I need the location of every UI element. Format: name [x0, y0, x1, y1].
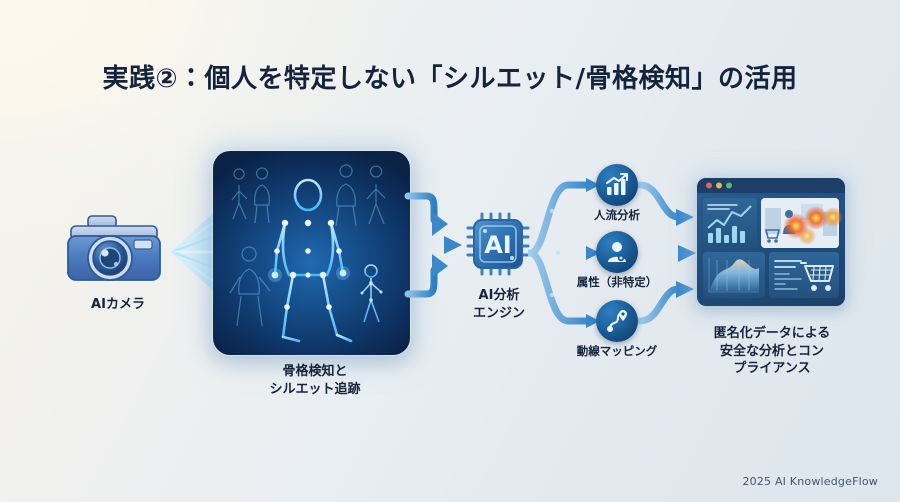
output-label-route-mapping: 動線マッピング	[576, 344, 658, 358]
dashboard-label: 匿名化データによる 安全な分析とコン プライアンス	[713, 326, 831, 377]
skeleton-detection-panel	[213, 151, 410, 355]
user-profile-icon	[608, 242, 626, 262]
camera-icon	[67, 215, 161, 281]
analytics-dashboard-icon	[697, 178, 845, 298]
skeleton-silhouette-icon	[213, 151, 410, 355]
window-button-close	[706, 182, 712, 189]
svg-text:AI: AI	[484, 231, 512, 259]
skeleton-detection-label: 骨格検知と シルエット追跡	[269, 364, 361, 397]
analytics-dashboard-node	[697, 178, 845, 306]
ai-chip-icon: AI	[466, 212, 530, 276]
output-label-traffic-analysis: 人流分析	[594, 208, 640, 222]
route-mapping-icon	[607, 310, 627, 332]
output-node-attributes[interactable]	[596, 231, 638, 273]
arrows-engine-to-outputs	[526, 155, 708, 350]
window-button-maximize	[726, 182, 732, 189]
ai-camera-label: AIカメラ	[91, 297, 145, 312]
output-node-route-mapping[interactable]	[596, 300, 638, 342]
output-node-traffic-analysis[interactable]	[596, 164, 638, 206]
footer-credit: 2025 AI KnowledgeFlow	[742, 475, 878, 488]
bar-chart-trend-icon	[606, 173, 628, 195]
shopping-cart-icon	[800, 262, 834, 291]
window-button-minimize	[716, 182, 722, 189]
page-title: 実践②：個人を特定しない「シルエット/骨格検知」の活用	[102, 64, 798, 94]
ai-camera-node	[62, 212, 174, 290]
ai-engine-node: AI	[466, 212, 530, 276]
arrows-panel-to-engine	[404, 190, 476, 300]
output-label-attributes: 属性（非特定）	[576, 275, 658, 289]
ai-engine-label: AI分析 エンジン	[472, 288, 525, 321]
